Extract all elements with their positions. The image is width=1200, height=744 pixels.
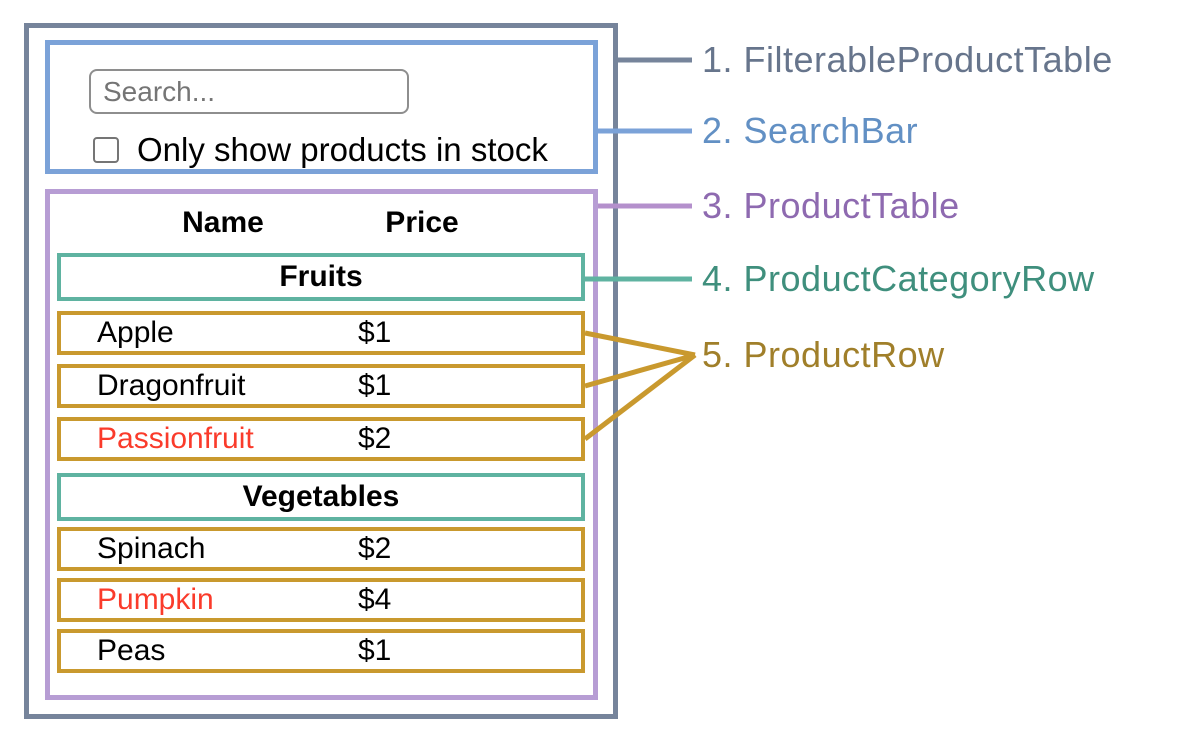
product-name: Peas [97, 634, 166, 667]
product-row-dragonfruit: Dragonfruit $1 [57, 364, 585, 408]
label-product-row: 5. ProductRow [702, 334, 945, 375]
product-row-spinach: Spinach $2 [57, 527, 585, 571]
product-price: $1 [358, 634, 392, 667]
category-label: Fruits [279, 260, 363, 293]
product-price: $1 [358, 316, 392, 349]
search-input[interactable] [89, 69, 409, 114]
product-name: Passionfruit [97, 422, 254, 455]
product-price: $4 [358, 583, 392, 616]
filterable-product-table-box: Only show products in stock Name Price F… [24, 23, 618, 719]
in-stock-checkbox-label: Only show products in stock [137, 131, 548, 168]
product-name: Apple [97, 316, 174, 349]
label-product-table: 3. ProductTable [702, 185, 960, 226]
product-row-pumpkin: Pumpkin $4 [57, 578, 585, 622]
product-price: $1 [358, 369, 392, 402]
label-search-bar: 2. SearchBar [702, 110, 919, 151]
product-price: $2 [358, 422, 392, 455]
column-header-name: Name [182, 206, 264, 239]
product-name: Dragonfruit [97, 369, 246, 402]
label-product-category-row: 4. ProductCategoryRow [702, 258, 1095, 299]
product-row-passionfruit: Passionfruit $2 [57, 417, 585, 461]
product-price: $2 [358, 532, 392, 565]
category-row-fruits: Fruits [57, 253, 585, 301]
product-name: Spinach [97, 532, 206, 565]
product-name: Pumpkin [97, 583, 214, 616]
product-row-apple: Apple $1 [57, 311, 585, 355]
column-header-price: Price [385, 206, 459, 239]
in-stock-checkbox[interactable] [93, 137, 119, 163]
label-filterable-product-table: 1. FilterableProductTable [702, 39, 1113, 80]
product-row-peas: Peas $1 [57, 629, 585, 673]
in-stock-filter: Only show products in stock [93, 131, 548, 169]
category-row-vegetables: Vegetables [57, 473, 585, 521]
search-bar-box: Only show products in stock [45, 40, 598, 174]
category-label: Vegetables [242, 480, 400, 513]
product-table-box: Name Price Fruits Apple $1 Dragonfruit $… [45, 189, 598, 700]
